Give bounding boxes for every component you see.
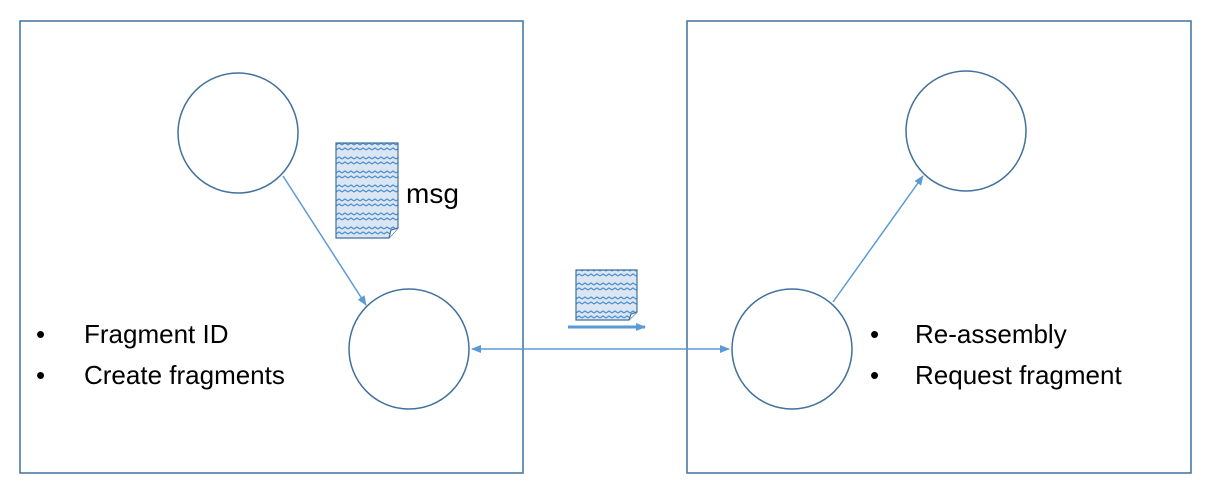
receiver-bullet-text-1: Re-assembly <box>915 319 1067 349</box>
receiver-bullet-text-2: Request fragment <box>915 360 1122 390</box>
sender-bullet-marker-1: • <box>36 319 45 349</box>
receiver-bullet-marker-2: • <box>870 360 879 390</box>
receiver-bullet-marker-1: • <box>870 319 879 349</box>
message-label: msg <box>406 178 459 209</box>
receiver-reassembly-node <box>731 288 853 410</box>
sender-bullet-text-2: Create fragments <box>84 360 285 390</box>
sender-bullet-text-1: Fragment ID <box>84 319 229 349</box>
receiver-destination-node <box>905 70 1027 192</box>
sender-source-node <box>177 72 299 194</box>
fragment-document-icon <box>575 269 638 321</box>
sender-bullet-marker-2: • <box>36 360 45 390</box>
source-to-fragmenter-arrow <box>282 175 367 306</box>
sender-fragmenter-node <box>348 288 470 410</box>
message-document-icon <box>335 142 399 239</box>
reassembly-to-destination-arrow <box>832 175 924 303</box>
